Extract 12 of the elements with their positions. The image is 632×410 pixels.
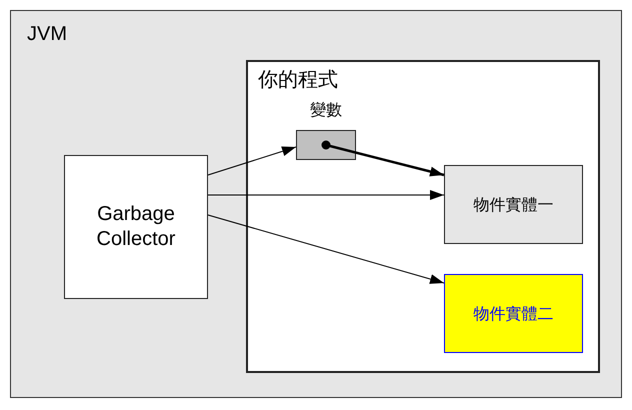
arrow [208,146,296,176]
variable-label: 變數 [310,100,342,121]
frame-title: JVM [27,23,67,46]
box-title: 你的程式 [258,66,338,93]
arrow [208,190,444,200]
frame-box [10,10,622,398]
program-box [246,60,600,373]
process-box: Garbage Collector [64,155,208,299]
arrow [208,214,444,284]
object-box: 物件實體二 [444,274,583,353]
object-box: 物件實體一 [444,165,583,244]
arrow [322,140,444,176]
